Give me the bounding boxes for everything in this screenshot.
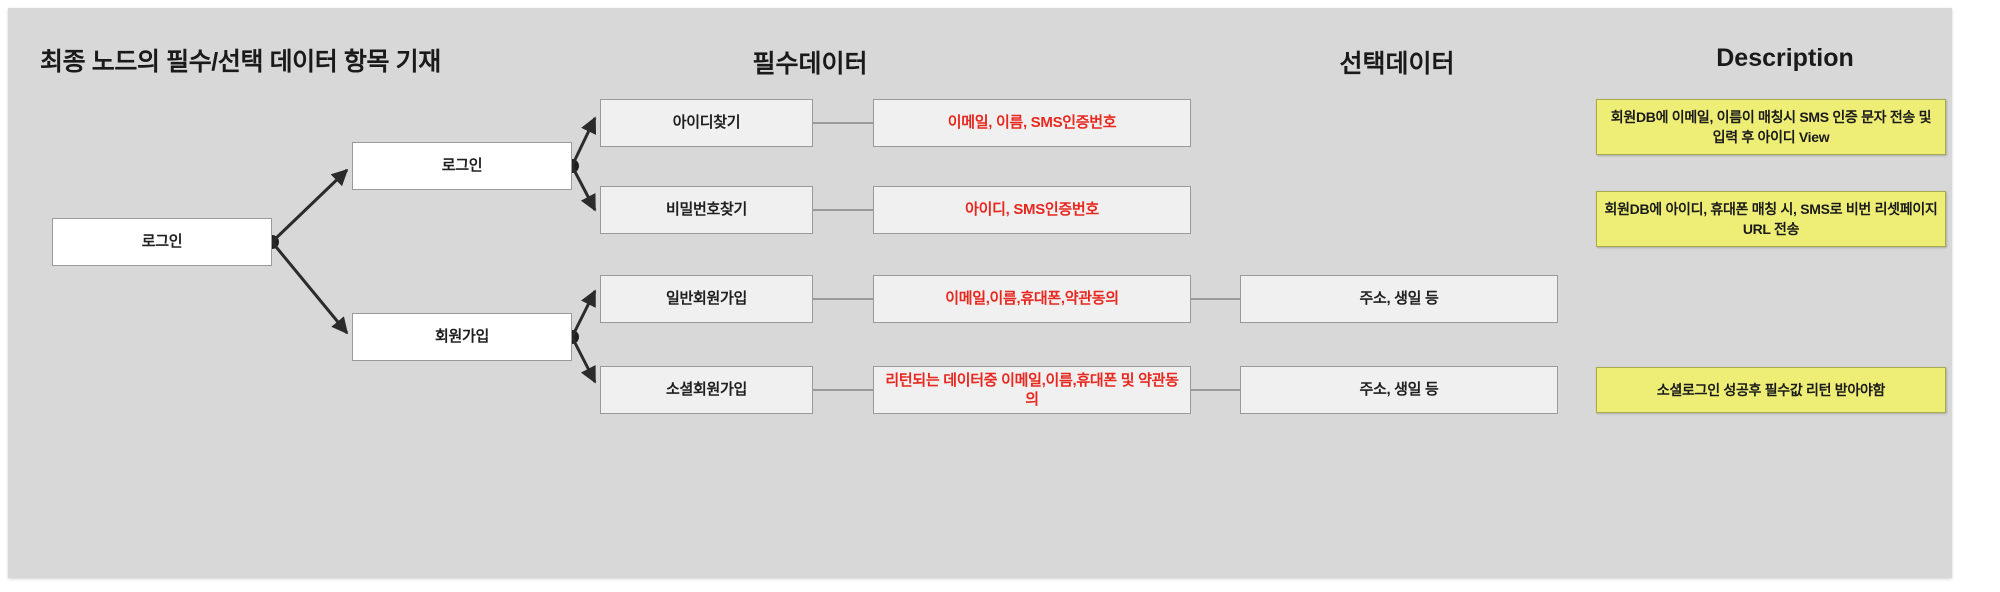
tree-node-root[interactable]: 로그인 (52, 218, 272, 266)
required-data-social-signup[interactable]: 리턴되는 데이터중 이메일,이름,휴대폰 및 약관동의 (873, 366, 1191, 414)
tree-node-signup[interactable]: 회원가입 (352, 313, 572, 361)
tree-node-social-signup[interactable]: 소셜회원가입 (600, 366, 813, 414)
column-header-optional: 선택데이터 (1339, 50, 1455, 78)
optional-data-general-signup[interactable]: 주소, 생일 등 (1240, 275, 1558, 323)
description-social-signup[interactable]: 소셜로그인 성공후 필수값 리턴 받아야함 (1596, 367, 1946, 413)
column-header-description: Description (1716, 44, 1854, 72)
required-data-find-id[interactable]: 이메일, 이름, SMS인증번호 (873, 99, 1191, 147)
required-data-find-password[interactable]: 아이디, SMS인증번호 (873, 186, 1191, 234)
page-title: 최종 노드의 필수/선택 데이터 항목 기재 (40, 48, 441, 76)
tree-node-find-id[interactable]: 아이디찾기 (600, 99, 813, 147)
description-find-id[interactable]: 회원DB에 이메일, 이름이 매칭시 SMS 인증 문자 전송 및 입력 후 아… (1596, 99, 1946, 155)
optional-data-social-signup[interactable]: 주소, 생일 등 (1240, 366, 1558, 414)
description-find-password[interactable]: 회원DB에 아이디, 휴대폰 매칭 시, SMS로 비번 리셋페이지 URL 전… (1596, 191, 1946, 247)
tree-node-login[interactable]: 로그인 (352, 142, 572, 190)
tree-node-general-signup[interactable]: 일반회원가입 (600, 275, 813, 323)
column-header-required: 필수데이터 (752, 50, 868, 78)
tree-node-find-password[interactable]: 비밀번호찾기 (600, 186, 813, 234)
required-data-general-signup[interactable]: 이메일,이름,휴대폰,약관동의 (873, 275, 1191, 323)
